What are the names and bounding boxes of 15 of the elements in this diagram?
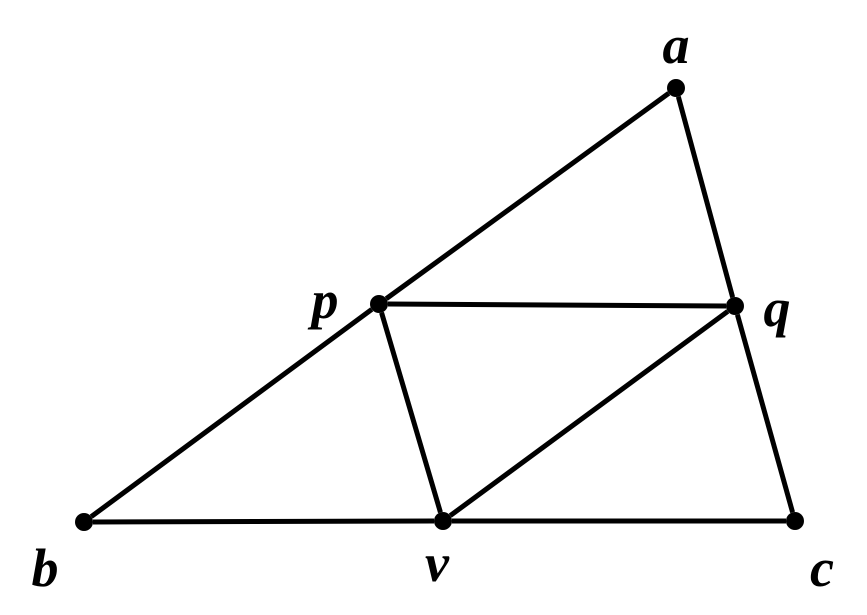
line-segment (379, 312, 443, 514)
point-label: a (662, 17, 690, 73)
point-label: v (424, 535, 450, 591)
point-label: c (809, 540, 835, 596)
point-label: p (303, 272, 347, 328)
line-segment (388, 302, 726, 308)
line-segment (735, 314, 795, 513)
point-label: b (30, 540, 60, 596)
line-segment (676, 96, 736, 298)
point-label: q (762, 280, 792, 336)
line-segment (90, 307, 374, 519)
line-segment (93, 518, 434, 524)
line-segment (384, 91, 670, 301)
line-segment (448, 309, 730, 518)
line-segment (452, 518, 786, 524)
